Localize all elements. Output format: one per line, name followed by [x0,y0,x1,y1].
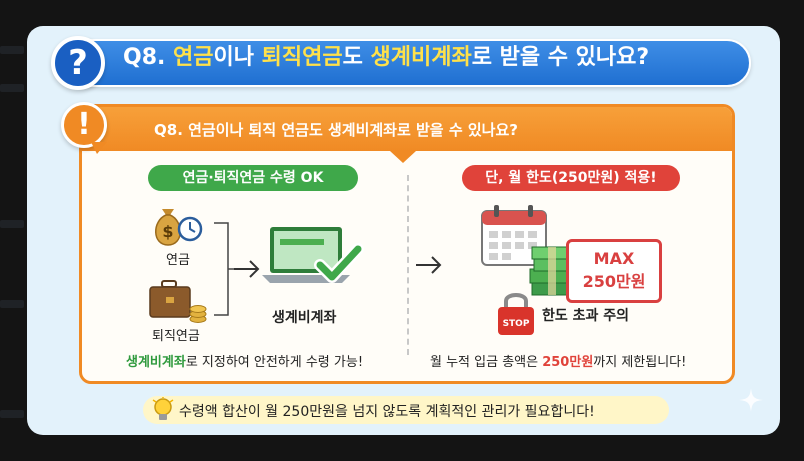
background-window-title [230,6,510,20]
max-text: MAX [593,249,635,268]
laptop-check-icon [262,227,364,283]
title-part: 이나 [213,45,262,70]
max-amount: 250만원 [582,272,646,291]
banner-title: Q8. 연금이나 퇴직연금도 생계비계좌로 받을 수 있나요? [123,39,649,71]
title-part: Q8. [123,45,174,70]
left-caption: 생계비계좌로 지정하여 안전하게 수령 가능! [126,351,363,370]
lightbulb-icon [152,397,174,420]
sparkle-icon [739,388,763,412]
tip-bar: 수령액 합산이 월 250만원을 넘지 않도록 계획적인 관리가 필요합니다! [143,396,669,424]
retirement-label: 퇴직연금 [152,329,200,344]
title-banner [61,39,751,87]
panel-header: Q8. 연금이나 퇴직 연금도 생계비계좌로 받을 수 있나요? [82,107,732,151]
panel-divider [407,175,409,355]
tip-text: 수령액 합산이 월 250만원을 넘지 않도록 계획적인 관리가 필요합니다! [179,404,595,420]
right-caption: 월 누적 입금 총액은 250만원까지 제한됩니다! [430,351,686,370]
left-caption-highlight: 생계비계좌 [126,355,186,370]
infographic-card: ? Q8. 연금이나 퇴직연금도 생계비계좌로 받을 수 있나요? Q8. 연금… [27,26,780,435]
briefcase-coins-icon [149,280,207,323]
answer-panel: Q8. 연금이나 퇴직 연금도 생계비계좌로 받을 수 있나요? 연금·퇴직연금… [79,104,735,384]
warning-label: 한도 초과 주의 [542,308,630,324]
account-label: 생계비계좌 [272,310,337,326]
max-limit-box: MAX 250만원 [566,239,662,303]
background-sidebar-line [0,84,24,92]
stop-lock-icon: STOP [498,293,534,335]
title-highlight-account: 생계비계좌 [370,45,472,70]
title-highlight-retirement: 퇴직연금 [261,45,343,70]
limit-pill: 단, 월 한도(250만원) 적용! [462,165,680,191]
money-bag-clock-icon: $ [155,209,203,246]
background-sidebar-line [0,410,24,418]
ok-pill: 연금·퇴직연금 수령 OK [148,165,358,191]
background-sidebar-line [0,220,24,228]
stop-text: STOP [503,319,530,329]
title-part: 도 [342,45,371,70]
right-caption-pre: 월 누적 입금 총액은 [430,355,543,370]
arrow-right-icon [234,260,260,278]
panel-heading: Q8. 연금이나 퇴직 연금도 생계비계좌로 받을 수 있나요? [154,121,518,139]
left-caption-text: 로 지정하여 안전하게 수령 가능! [185,355,364,370]
arrow-right-icon [416,256,442,274]
background-sidebar-line [0,300,24,308]
svg-text:$: $ [162,222,173,241]
pension-label: 연금 [166,253,190,268]
calendar-icon [481,205,547,266]
right-caption-highlight: 250만원 [542,355,594,370]
title-highlight-pension: 연금 [173,45,214,70]
exclamation-bubble-tail [91,142,107,154]
question-mark-icon: ? [51,36,105,90]
panel-header-notch [390,151,416,163]
title-part: 로 받을 수 있나요? [471,45,650,70]
right-caption-post: 까지 제한됩니다! [593,355,687,370]
exclamation-icon: ! [61,102,107,148]
background-sidebar-line [0,46,24,54]
